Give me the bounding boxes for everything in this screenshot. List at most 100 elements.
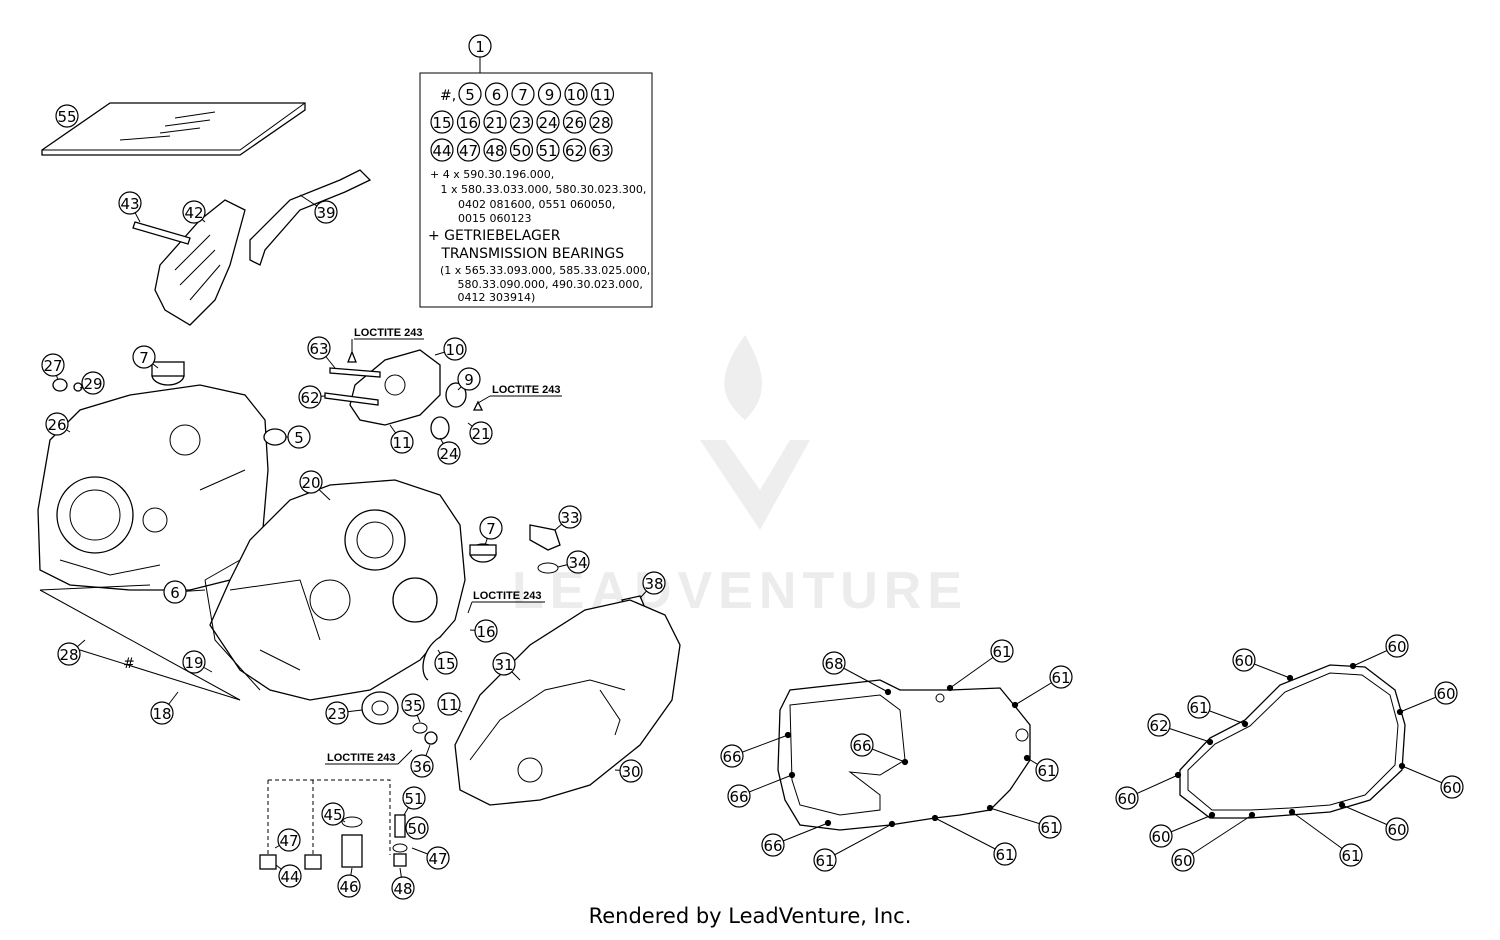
callout-g1_61a: 61 (946, 639, 1014, 692)
callout-c62: 62 (298, 385, 326, 409)
callout-number: 50 (407, 820, 426, 838)
hash-marker: # (123, 656, 135, 672)
footer-credit: Rendered by LeadVenture, Inc. (588, 904, 912, 928)
callout-number: 66 (722, 748, 741, 766)
kit-number: 11 (590, 82, 615, 106)
callout-number: 36 (412, 758, 431, 776)
kit-line: 0402 081600, 0551 060050, (430, 198, 615, 211)
callout-c48: 48 (391, 867, 415, 900)
callout-c21: 21 (467, 421, 493, 445)
callout-c11a: 11 (389, 424, 414, 454)
callout-number: 29 (83, 375, 102, 393)
kit-bearing-line: (1 x 565.33.093.000, 585.33.025.000, (440, 264, 650, 277)
callout-g2_61b: 61 (1288, 808, 1363, 867)
callout-number: 68 (824, 655, 843, 673)
right-crankcase-part (204, 479, 466, 701)
callout-number: 60 (1234, 652, 1253, 670)
kit-number: 16 (456, 110, 481, 134)
svg-text:5: 5 (465, 86, 475, 104)
kit-number: 44 (430, 138, 454, 162)
kit-number: 9 (537, 82, 562, 106)
callout-number: 6 (170, 584, 180, 602)
callout-g1_66d: 66 (761, 819, 832, 857)
svg-text:63: 63 (591, 142, 610, 160)
callout-number: 7 (139, 349, 149, 367)
kit-number: 7 (511, 82, 535, 106)
callout-number: 35 (403, 697, 422, 715)
callout-number: 28 (59, 646, 78, 664)
callout-c9: 9 (457, 367, 481, 391)
manual-booklet-part (41, 102, 306, 156)
kit-number: 23 (509, 110, 534, 134)
callout-number: 46 (339, 878, 358, 896)
callout-c33: 33 (554, 505, 582, 531)
callout-c29: 29 (79, 371, 105, 395)
callout-c19: 19 (182, 650, 213, 674)
callout-g1_66b: 66 (850, 733, 909, 766)
callout-g2_60e: 60 (1115, 771, 1182, 810)
callout-c31: 31 (492, 652, 521, 681)
callout-c63: 63 (307, 336, 336, 369)
callout-g1_61c: 61 (1023, 754, 1059, 782)
callout-c20: 20 (299, 470, 331, 501)
kit-number: 5 (458, 82, 482, 106)
callout-number: 21 (471, 425, 490, 443)
callout-number: 66 (852, 737, 871, 755)
callout-kit:1: 1 (468, 34, 492, 58)
callout-g2_60d: 60 (1398, 762, 1464, 799)
kit-line: + 4 x 590.30.196.000, (430, 168, 554, 181)
callout-g1_61b: 61 (1011, 665, 1073, 709)
kit-heading: TRANSMISSION BEARINGS (428, 246, 624, 262)
callout-number: 39 (316, 204, 335, 222)
kit-line: 1 x 580.33.033.000, 580.30.023.300, (430, 183, 646, 196)
callout-g2_60h: 60 (1171, 811, 1256, 872)
kit-number: 21 (483, 110, 507, 134)
callout-c28: 28 (57, 639, 86, 666)
svg-text:62: 62 (565, 142, 584, 160)
clutch-cover-part (361, 599, 681, 806)
callout-number: 31 (494, 656, 513, 674)
callout-number: 60 (1442, 779, 1461, 797)
kit-number: 63 (589, 138, 613, 162)
kit-heading: + GETRIEBELAGER (428, 228, 561, 244)
svg-text:24: 24 (538, 114, 557, 132)
loctite-label: LOCTITE 243 (492, 384, 560, 396)
callout-c47a: 47 (274, 828, 301, 852)
callout-number: 5 (294, 429, 304, 447)
callout-c34: 34 (557, 550, 590, 574)
callout-number: 44 (280, 868, 299, 886)
svg-text:47: 47 (459, 142, 478, 160)
callout-number: 11 (392, 434, 411, 452)
callout-number: 61 (995, 846, 1014, 864)
callout-c44: 44 (275, 864, 302, 888)
callout-g1_61f: 61 (813, 820, 896, 872)
callout-c10: 10 (434, 337, 467, 361)
callout-c51: 51 (402, 786, 426, 816)
kit-number: 51 (536, 138, 560, 162)
kit-number: 24 (536, 110, 560, 134)
callout-number: 61 (1037, 762, 1056, 780)
callout-c36: 36 (410, 744, 434, 778)
callout-number: 26 (47, 416, 66, 434)
callout-number: 60 (1387, 821, 1406, 839)
left-crankcase-part (37, 384, 269, 591)
callout-number: 60 (1387, 638, 1406, 656)
loctite-label: LOCTITE 243 (327, 752, 395, 764)
callout-number: 16 (476, 623, 495, 641)
callout-number: 45 (323, 806, 342, 824)
callout-c26: 26 (45, 412, 71, 436)
callout-g2_62: 62 (1147, 713, 1214, 746)
svg-text:10: 10 (566, 86, 585, 104)
callout-g1_66c: 66 (727, 771, 796, 808)
callout-number: 1 (475, 38, 485, 56)
drain-plugs-part (259, 779, 408, 870)
svg-text:11: 11 (593, 86, 612, 104)
callout-number: 66 (763, 837, 782, 855)
callout-number: 38 (644, 575, 663, 593)
callout-number: 23 (327, 705, 346, 723)
callout-c7b: 7 (479, 516, 503, 546)
callout-number: 62 (1149, 717, 1168, 735)
callout-g2_60c: 60 (1396, 681, 1458, 716)
callout-number: 62 (300, 389, 319, 407)
svg-text:15: 15 (432, 114, 451, 132)
